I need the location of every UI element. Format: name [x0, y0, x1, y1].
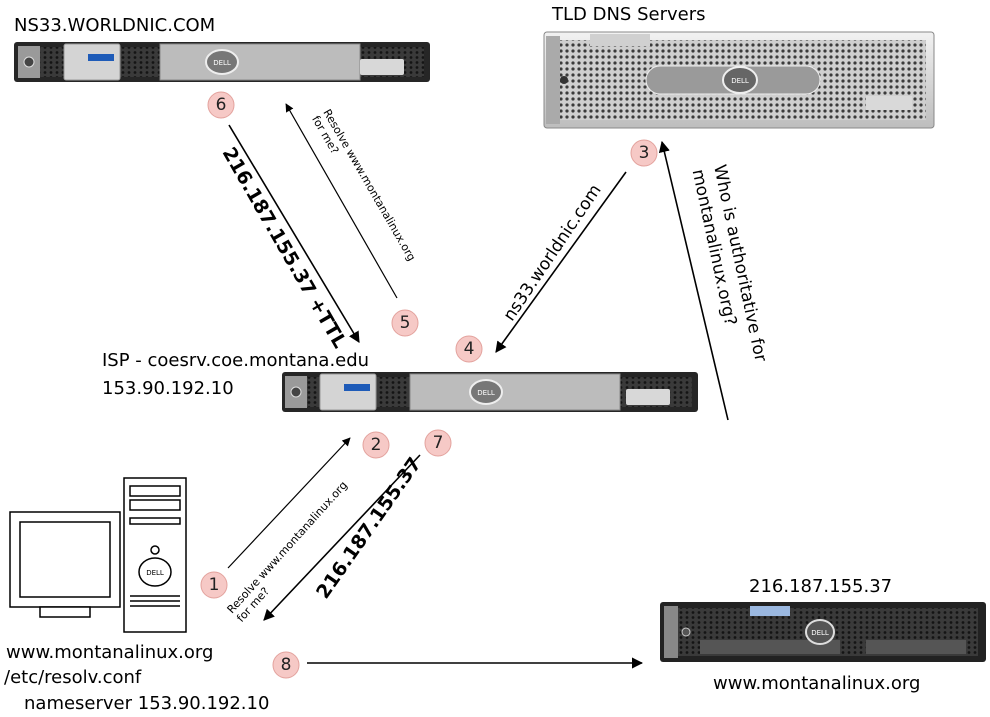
step-marker-2: 2: [362, 431, 390, 459]
svg-text:2: 2: [371, 435, 382, 455]
step-marker-5: 5: [391, 309, 419, 337]
step-marker-8: 8: [272, 651, 300, 679]
arrow-6-ns33-to-isp: [228, 124, 360, 343]
arrow-1-client-to-isp: [227, 437, 351, 569]
svg-text:DELL: DELL: [146, 569, 164, 577]
svg-text:4: 4: [464, 339, 475, 359]
client-host: www.montanalinux.org: [6, 642, 213, 663]
step-6-label: 216.187.155.37 +TTL: [218, 144, 351, 353]
web-server: DELL: [660, 602, 986, 662]
ns33-server: DELL: [14, 42, 430, 82]
isp-server: DELL: [282, 372, 698, 412]
step-7-label: 216.187.155.37: [312, 453, 426, 602]
svg-text:1: 1: [209, 575, 220, 595]
svg-text:DELL: DELL: [477, 389, 495, 397]
arrow-5-isp-to-ns33: [285, 103, 398, 299]
svg-text:7: 7: [433, 433, 444, 453]
svg-text:3: 3: [639, 143, 650, 163]
step-marker-7: 7: [424, 429, 452, 457]
svg-text:5: 5: [400, 313, 411, 333]
svg-text:DELL: DELL: [731, 77, 749, 85]
arrow-3-isp-to-tld: [658, 140, 729, 421]
arrow-7-isp-to-client: [263, 454, 421, 621]
client-pc: DELL: [9, 477, 187, 633]
svg-text:Resolve www.montanalinux.org: Resolve www.montanalinux.org: [320, 107, 418, 263]
client-nameserver: nameserver 153.90.192.10: [24, 693, 269, 714]
web-ip: 216.187.155.37: [749, 576, 892, 597]
web-host: www.montanalinux.org: [713, 673, 920, 694]
client-config: /etc/resolv.conf: [4, 667, 142, 688]
step-5-label: Resolve www.montanalinux.org for me?: [309, 107, 418, 263]
svg-text:6: 6: [216, 95, 227, 115]
svg-text:DELL: DELL: [811, 629, 829, 637]
svg-text:DELL: DELL: [213, 59, 231, 67]
isp-label: ISP - coesrv.coe.montana.edu: [102, 350, 369, 371]
svg-text:8: 8: [281, 655, 292, 675]
isp-ip: 153.90.192.10: [102, 378, 234, 399]
arrow-4-tld-to-isp: [495, 171, 627, 353]
ns33-label: NS33.WORLDNIC.COM: [14, 15, 215, 36]
tld-server: DELL: [543, 31, 935, 129]
step-marker-1: 1: [200, 571, 228, 599]
step-4-label: ns33.worldnic.com: [500, 181, 606, 325]
tld-label: TLD DNS Servers: [551, 4, 705, 25]
step-marker-3: 3: [630, 139, 658, 167]
step-marker-6: 6: [207, 91, 235, 119]
step-marker-4: 4: [455, 335, 483, 363]
step-3-label: Who is authoritative for montanalinux.or…: [688, 163, 771, 364]
